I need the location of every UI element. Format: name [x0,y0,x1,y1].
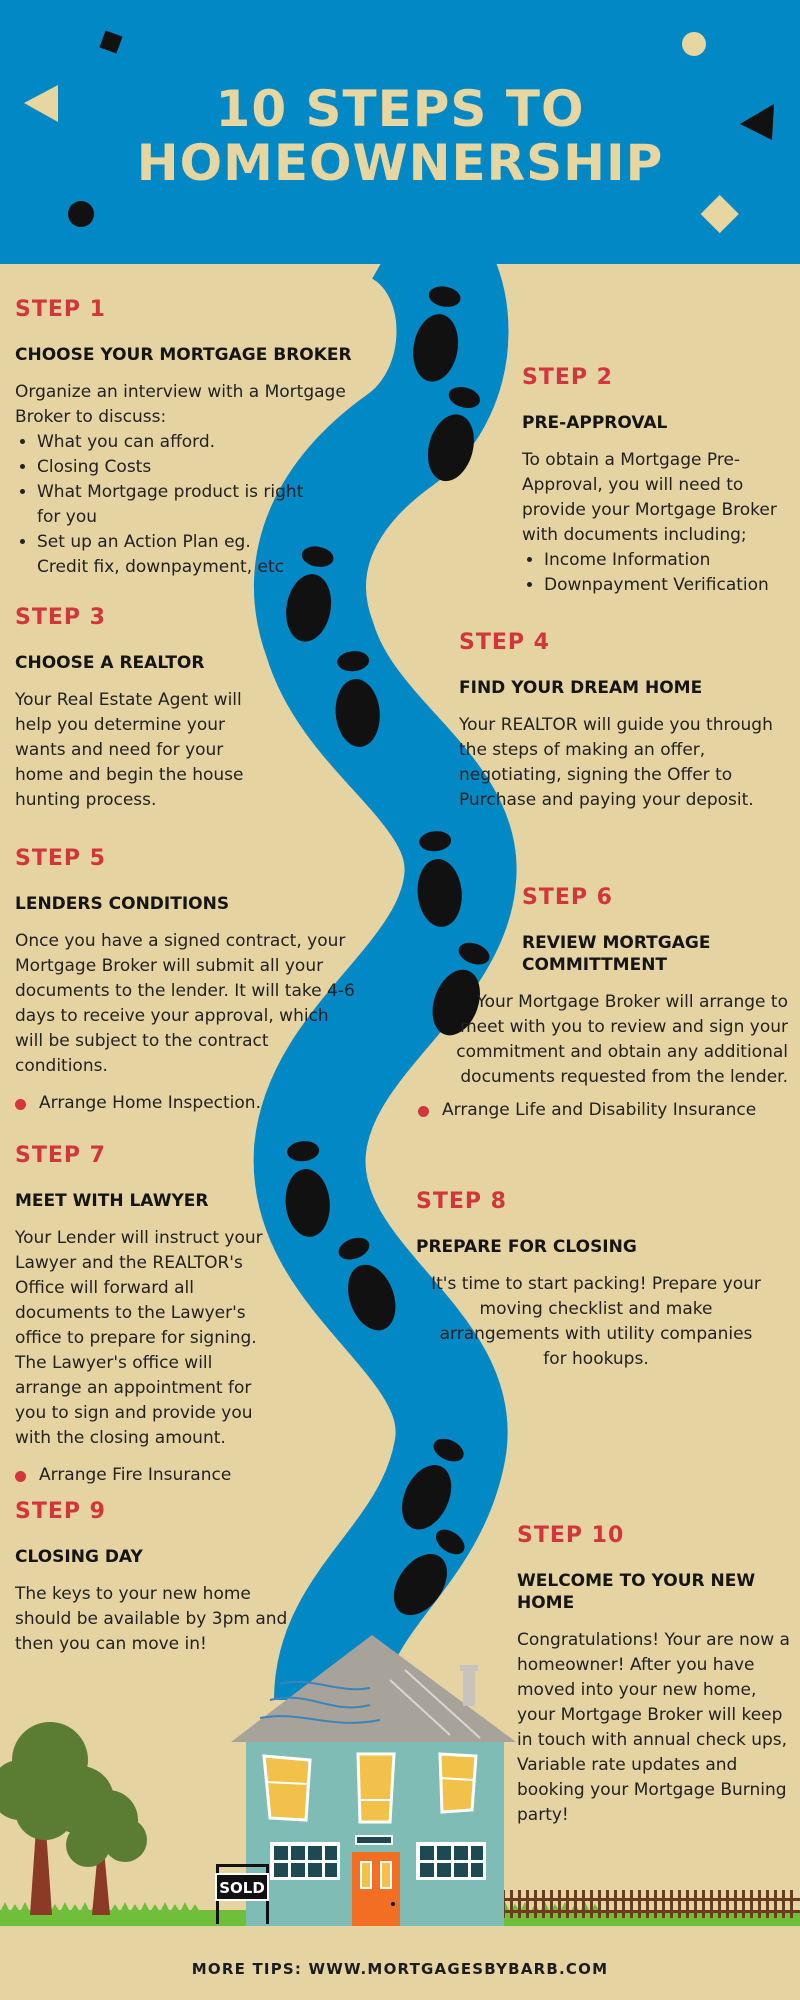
square-shape [99,30,123,54]
step-heading: CLOSING DAY [15,1547,143,1567]
step-heading: FIND YOUR DREAM HOME [459,678,703,698]
window-icon [356,1752,396,1824]
step-heading: CHOOSE A REALTOR [15,653,205,673]
action-item: Arrange Fire Insurance [15,1463,280,1488]
step-body: Your Real Estate Agent will help you det… [15,690,244,810]
triangle-shape [24,85,58,122]
bullet-list: What you can afford. Closing Costs What … [15,430,307,580]
circle-shape [68,201,94,227]
bullet-item: Downpayment Verification [544,573,784,598]
step-3: STEP 3 CHOOSE A REALTOR Your Real Estate… [15,604,275,813]
action-item: Arrange Home Inspection. [15,1091,355,1116]
step-body: Once you have a signed contract, your Mo… [15,931,355,1076]
sold-sign-text: SOLD [219,1879,265,1897]
step-body: To obtain a Mortgage Pre-Approval, you w… [522,450,777,545]
window-icon [416,1842,486,1880]
step-heading: LENDERS CONDITIONS [15,894,230,914]
bullet-item: Closing Costs [37,455,307,480]
header-banner: 10 STEPS TO HOMEOWNERSHIP [0,0,800,264]
triangle-shape [740,104,774,140]
step-heading: CHOOSE YOUR MORTGAGE BROKER [15,345,352,365]
step-label: STEP 9 [15,1499,106,1524]
bullet-list: Income Information Downpayment Verificat… [522,548,784,598]
tree-illustration [66,1790,147,1915]
step-heading: MEET WITH LAWYER [15,1191,209,1211]
step-label: STEP 6 [522,885,613,910]
step-1: STEP 1 CHOOSE YOUR MORTGAGE BROKER Organ… [15,296,400,580]
header-decorations [24,30,774,234]
step-10: STEP 10 WELCOME TO YOUR NEW HOME Congrat… [517,1522,797,1828]
step-body: Your REALTOR will guide you through the … [459,715,773,810]
step-5: STEP 5 LENDERS CONDITIONS Once you have … [15,845,355,1116]
step-label: STEP 3 [15,605,106,630]
step-heading: PRE-APPROVAL [522,413,668,433]
step-label: STEP 4 [459,630,550,655]
step-label: STEP 2 [522,365,613,390]
step-7: STEP 7 MEET WITH LAWYER Your Lender will… [15,1142,280,1488]
step-body: The keys to your new home should be avai… [15,1584,288,1654]
title-line-1: 10 STEPS TO [215,80,585,138]
title-line-2: HOMEOWNERSHIP [136,134,664,192]
sold-sign: SOLD [215,1864,269,1924]
step-body: Organize an interview with a Mortgage Br… [15,382,346,427]
step-4: STEP 4 FIND YOUR DREAM HOME Your REALTOR… [459,629,779,813]
step-heading: REVIEW MORTGAGE COMMITTMENT [522,933,711,975]
bullet-item: Income Information [544,548,784,573]
step-label: STEP 8 [416,1189,507,1214]
bullet-item: What Mortgage product is right for you [37,480,307,530]
window-icon [262,1754,312,1822]
step-body: Your Mortgage Broker will arrange to mee… [456,992,788,1087]
step-8: STEP 8 PREPARE FOR CLOSING It's time to … [416,1188,776,1372]
step-2: STEP 2 PRE-APPROVAL To obtain a Mortgage… [522,364,784,598]
bullet-item: Set up an Action Plan eg. Credit fix, do… [37,530,307,580]
window-icon [270,1842,340,1880]
step-9: STEP 9 CLOSING DAY The keys to your new … [15,1498,310,1657]
road-top-fill [340,230,460,264]
step-6: STEP 6 REVIEW MORTGAGE COMMITTMENT Your … [418,884,788,1123]
step-label: STEP 7 [15,1143,106,1168]
house-illustration [231,1635,516,1926]
step-label: STEP 5 [15,846,106,871]
window-icon [438,1752,478,1814]
step-body: Congratulations! Your are now a homeowne… [517,1630,790,1825]
action-item: Arrange Life and Disability Insurance [418,1098,788,1123]
step-heading: PREPARE FOR CLOSING [416,1237,637,1257]
diamond-shape [700,194,739,234]
step-heading: WELCOME TO YOUR NEW HOME [517,1571,756,1613]
step-body: Your Lender will instruct your Lawyer an… [15,1228,263,1448]
circle-shape [682,32,706,56]
step-body: It's time to start packing! Prepare your… [431,1274,761,1369]
step-label: STEP 1 [15,297,106,322]
door-icon [352,1852,400,1926]
footer-link-text[interactable]: MORE TIPS: WWW.MORTGAGESBYBARB.COM [191,1960,609,1978]
bullet-item: What you can afford. [37,430,307,455]
step-label: STEP 10 [517,1523,625,1548]
